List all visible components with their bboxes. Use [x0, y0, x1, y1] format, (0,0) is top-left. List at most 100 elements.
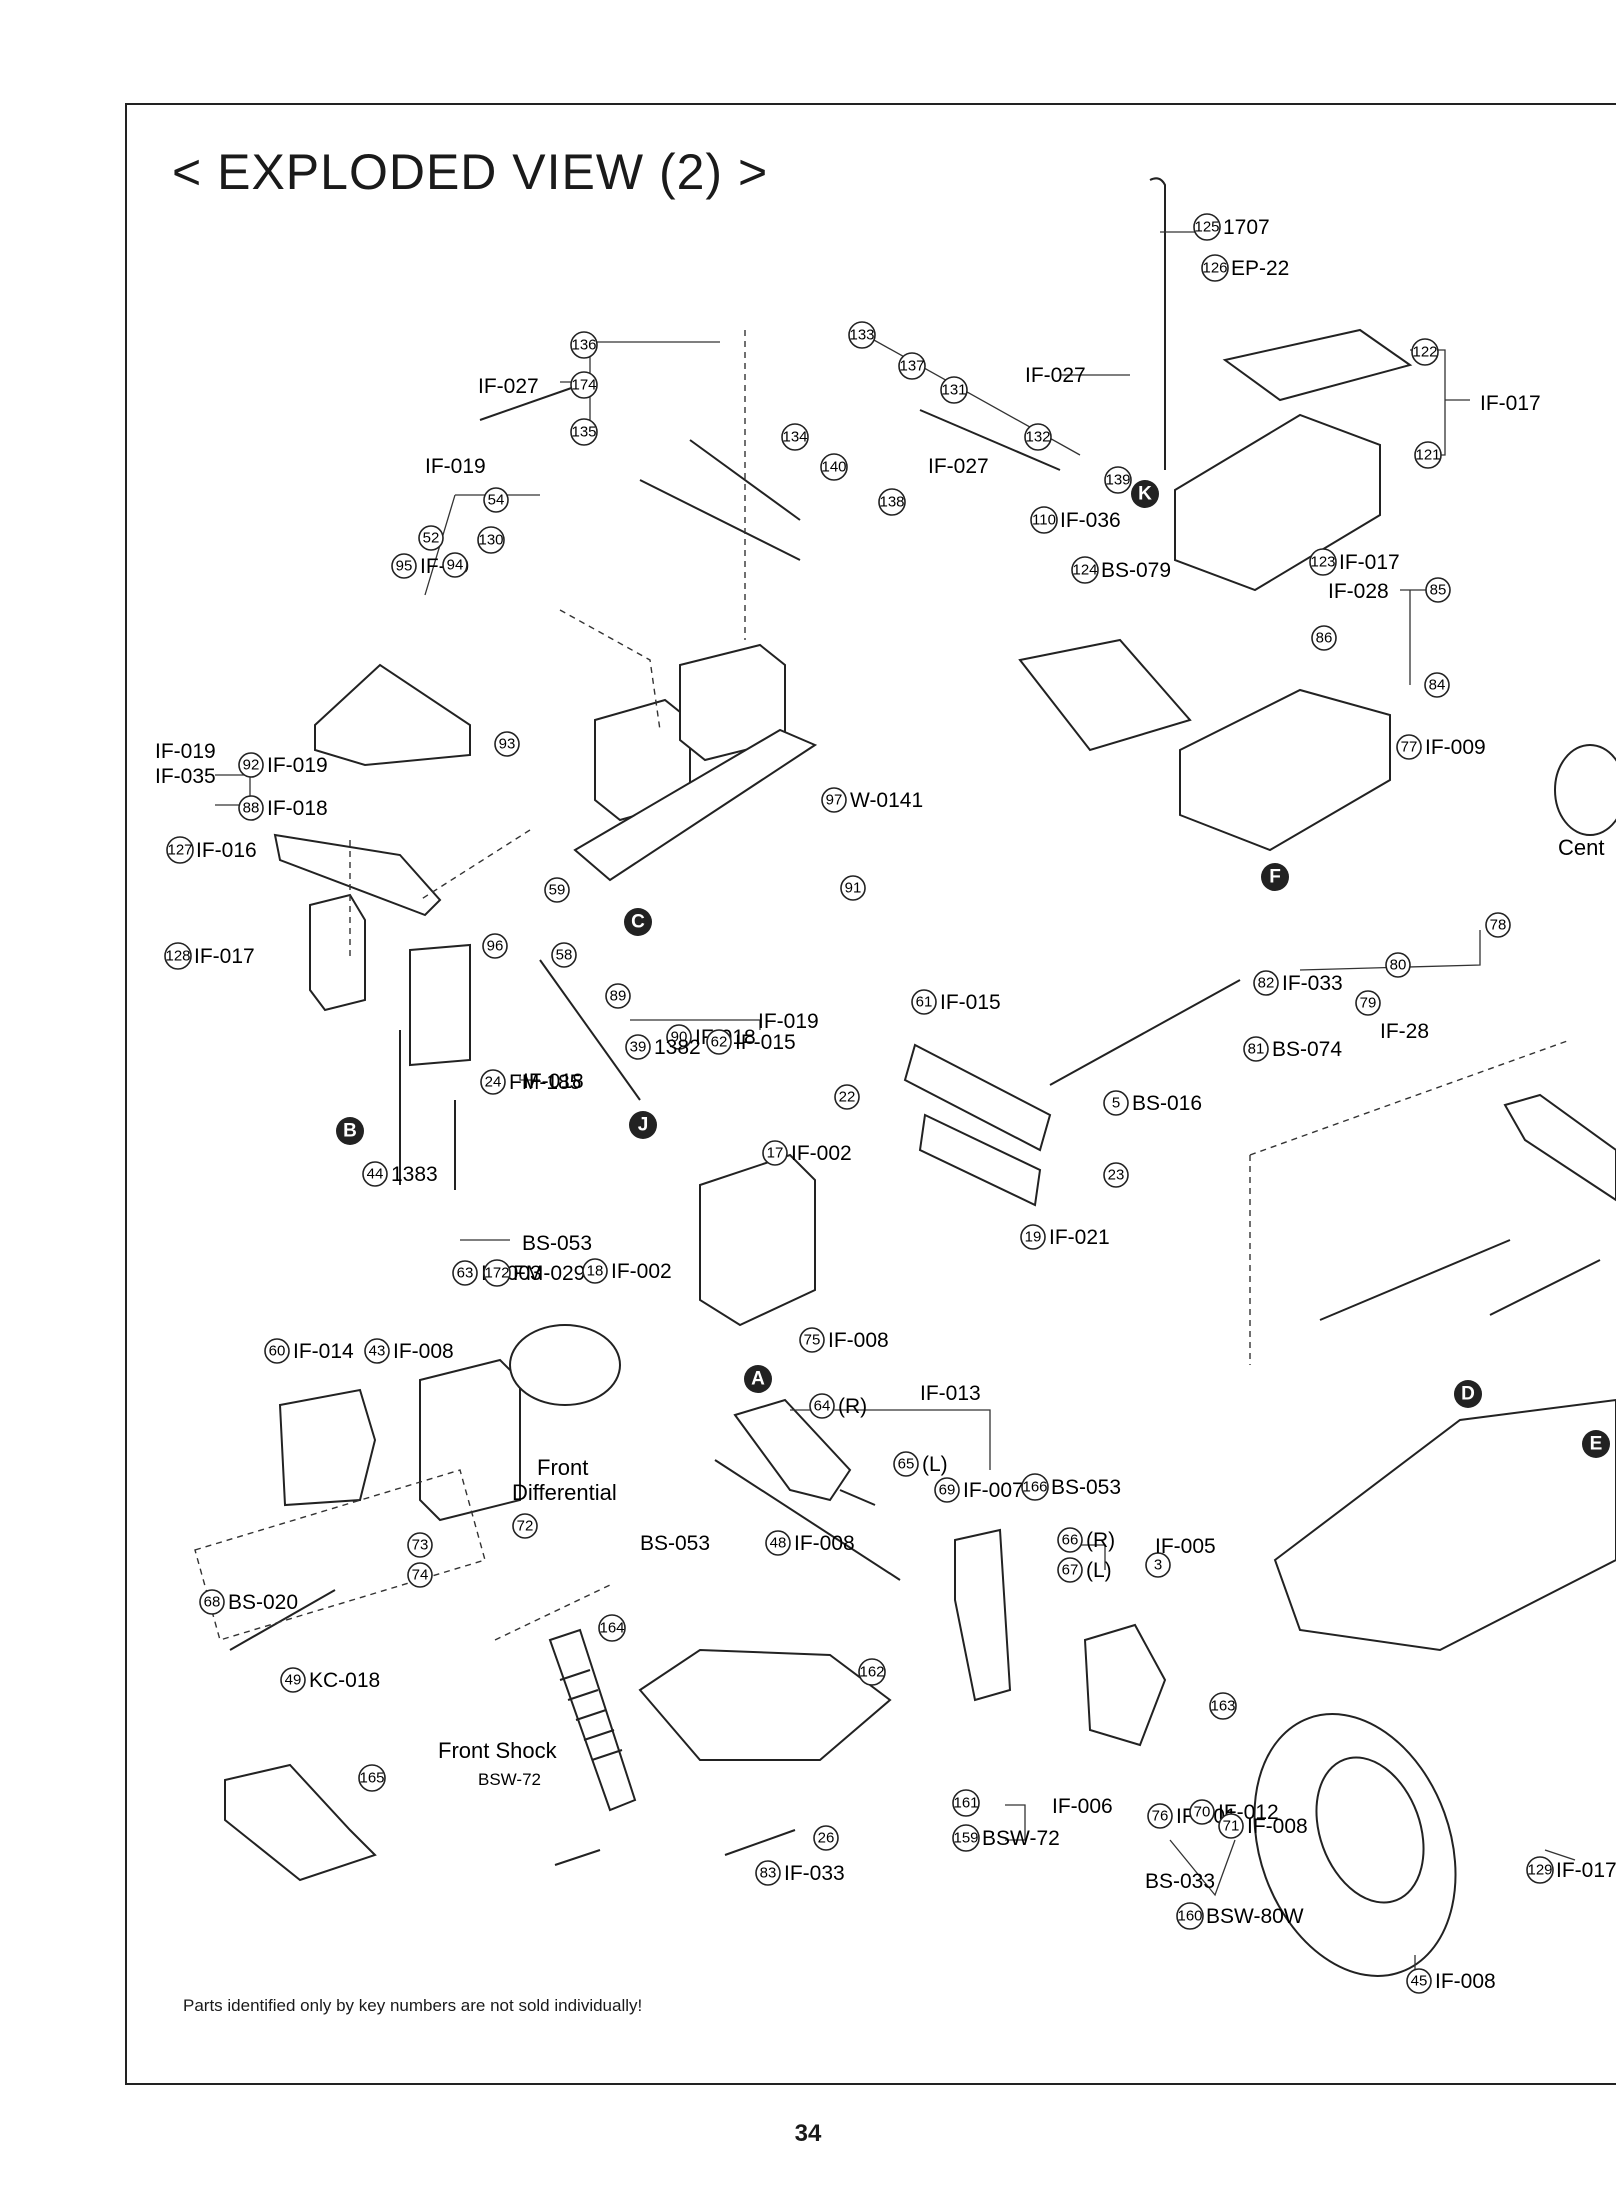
- part-code: IF-033: [784, 1862, 845, 1885]
- part-code: IF-009: [1425, 736, 1486, 759]
- key-number-circle: [1021, 1473, 1049, 1501]
- part-code: BS-079: [1101, 559, 1171, 582]
- key-number: 49: [285, 1672, 302, 1689]
- key-number: 91: [845, 880, 862, 897]
- key-number: 96: [487, 938, 504, 955]
- key-number-circle: [1030, 506, 1058, 534]
- key-number: 129: [1527, 1862, 1552, 1879]
- key-number: 22: [839, 1089, 856, 1106]
- key-number-circle: [418, 525, 444, 551]
- group-label: IF-019: [758, 1010, 819, 1033]
- key-number-circle: [477, 526, 505, 554]
- callout-93: 93: [494, 731, 520, 757]
- reference-marker-E: E: [1582, 1430, 1610, 1458]
- callout-45: 45 IF-008: [1406, 1968, 1496, 1994]
- key-number-circle: [821, 787, 847, 813]
- key-number-circle: [799, 1327, 825, 1353]
- callout-67: 67(L): [1057, 1557, 1112, 1583]
- key-number-circle: [706, 1029, 732, 1055]
- key-number-circle: [625, 1034, 651, 1060]
- key-number-circle: [1385, 952, 1411, 978]
- key-number-circle: [1071, 556, 1099, 584]
- bumper-mount: [278, 1388, 377, 1507]
- key-number-circle: [893, 1451, 919, 1477]
- key-number: 161: [953, 1795, 978, 1812]
- steering-post: [309, 893, 366, 1012]
- key-number-circle: [364, 1338, 390, 1364]
- key-number: 63: [457, 1265, 474, 1282]
- callout-52: 52: [418, 525, 444, 551]
- servo-plate: [573, 728, 818, 882]
- key-number: 62: [711, 1034, 728, 1051]
- key-number-circle: [1189, 1799, 1215, 1825]
- guide-lines: [194, 330, 1571, 1641]
- svg-text:J: J: [638, 1115, 649, 1136]
- callout-140: 140: [820, 453, 848, 481]
- key-number-circle: [765, 1530, 791, 1556]
- key-number-circle: [1311, 625, 1337, 651]
- part-code: (R): [838, 1395, 867, 1418]
- key-number: 138: [879, 494, 904, 511]
- part-code: IF-008: [1435, 1970, 1496, 1993]
- main-chassis: [1273, 1398, 1616, 1652]
- key-number-circle: [1355, 990, 1381, 1016]
- servo-saver-post: [409, 943, 471, 1067]
- key-number-circle: [934, 1477, 960, 1503]
- part-code: IF-016: [196, 839, 257, 862]
- key-number-circle: [1406, 1968, 1432, 1994]
- key-number: 69: [939, 1482, 956, 1499]
- key-number: 26: [818, 1830, 835, 1847]
- key-number-circle: [1176, 1902, 1204, 1930]
- key-number: 174: [571, 377, 596, 394]
- part-code: IF-017: [194, 945, 255, 968]
- key-number-circle: [238, 752, 264, 778]
- callout-161: 161: [952, 1789, 980, 1817]
- key-number: 121: [1415, 447, 1440, 464]
- key-number: 70: [1194, 1804, 1211, 1821]
- captions: Front Differential Front Shock BSW-72 Ce…: [438, 835, 1604, 1789]
- callout-64: 64(R): [809, 1393, 867, 1419]
- hinge-pin-lower: [554, 1849, 601, 1866]
- key-number-circle: [834, 1084, 860, 1110]
- key-number-circle: [940, 376, 968, 404]
- front-lower-arm: [638, 1648, 892, 1761]
- part-code: IF-018: [267, 797, 328, 820]
- key-number-circle: [483, 487, 509, 513]
- key-number-circle: [362, 1161, 388, 1187]
- group-label: BS-053: [522, 1232, 592, 1255]
- key-number: 81: [1248, 1041, 1265, 1058]
- part-code: BSW-80W: [1206, 1905, 1304, 1928]
- group-label: IF-027: [1025, 364, 1086, 387]
- key-number-circle: [605, 983, 631, 1009]
- key-number-circle: [809, 1393, 835, 1419]
- key-number: 45: [1411, 1973, 1428, 1990]
- key-number: 92: [243, 757, 260, 774]
- callout-96: 96: [482, 933, 508, 959]
- key-number-circle: [1253, 970, 1279, 996]
- antenna-part: [1149, 177, 1166, 470]
- callout-133: 133: [848, 321, 876, 349]
- callout-165: 165: [358, 1764, 386, 1792]
- front-wheel: [1253, 1713, 1457, 1977]
- reference-marker-D: D: [1454, 1380, 1482, 1408]
- key-number-circle: [480, 1069, 506, 1095]
- key-number-circle: [280, 1667, 306, 1693]
- key-number-circle: [1485, 912, 1511, 938]
- key-number: 3: [1154, 1557, 1162, 1574]
- part-code: IF-021: [1049, 1226, 1110, 1249]
- callout-59: 59: [544, 877, 570, 903]
- wheel-rim: [1315, 1756, 1425, 1904]
- callout-3: 3: [1145, 1552, 1171, 1578]
